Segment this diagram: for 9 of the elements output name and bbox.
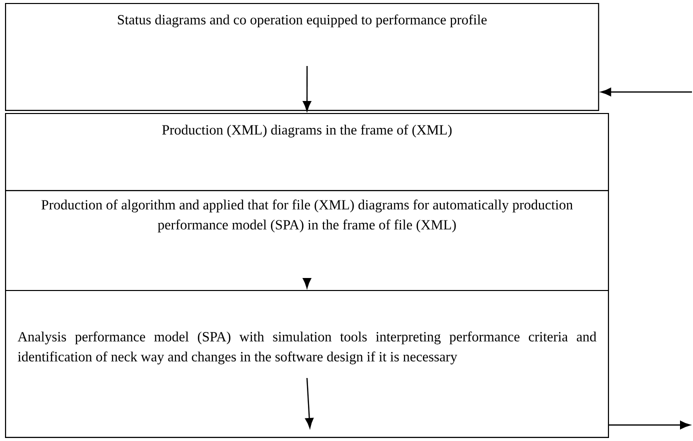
arrow — [302, 278, 312, 288]
arrow — [600, 88, 692, 96]
process-box: Analysis performance model (SPA) with simulation tools interpreting performance criteria and identification of neck way and changes in the software design if it is necessary — [5, 290, 609, 438]
process-box: Production of algorithm and applied that for file (XML) diagrams for automatically production performance model (SPA) in the frame of file (XML) — [5, 190, 609, 292]
process-box: Production (XML) diagrams in the frame of (XML) — [5, 113, 609, 192]
process-box: Status diagrams and co operation equipped to performance profile — [5, 3, 600, 111]
arrow — [305, 378, 314, 428]
arrow — [302, 66, 312, 112]
arrow — [609, 420, 690, 430]
